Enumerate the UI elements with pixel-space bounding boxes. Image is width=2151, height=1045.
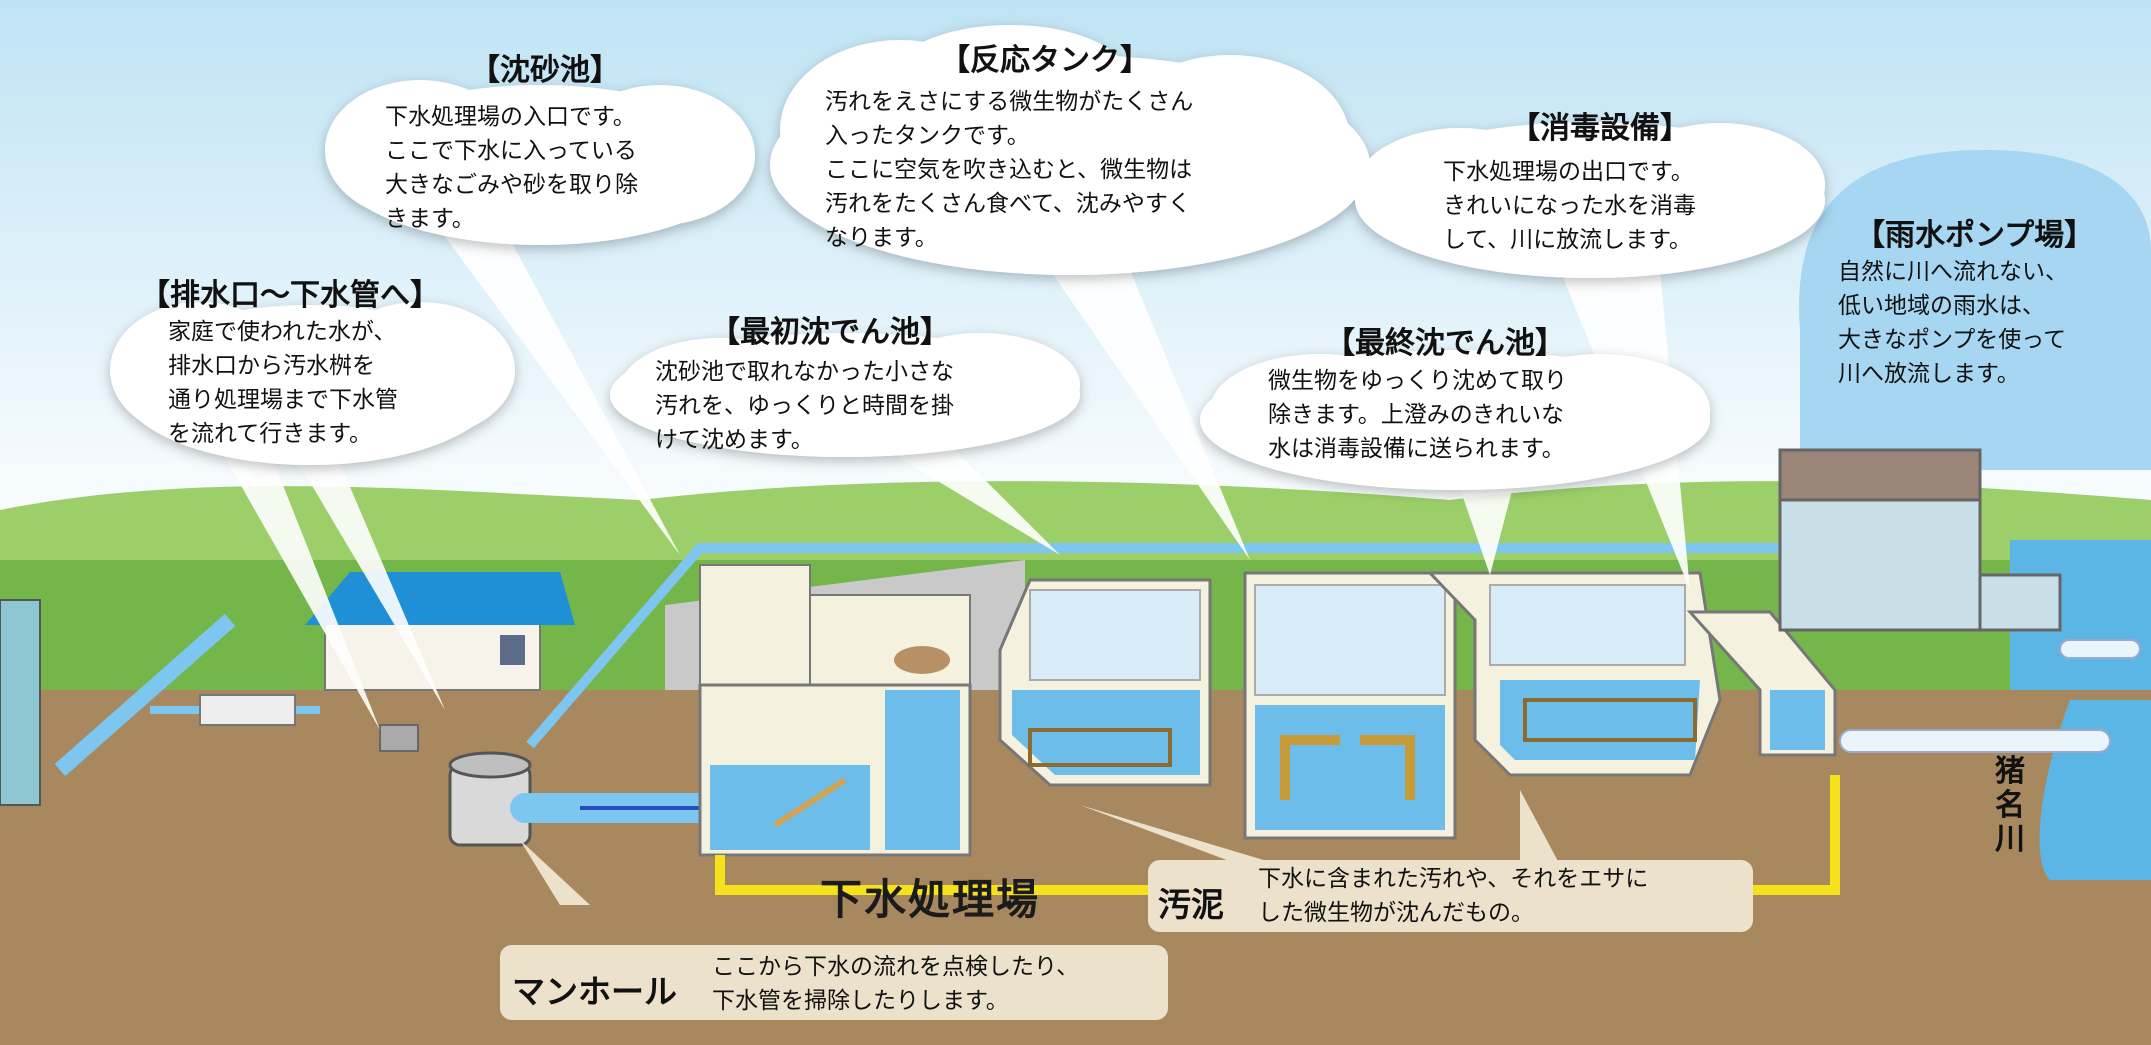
odei-note-tail-1 — [1080, 805, 1280, 865]
sewage-box — [379, 724, 419, 752]
plant-name: 下水処理場 — [820, 875, 1041, 924]
hanno-cloud — [770, 25, 1370, 275]
shodoku-text: 下水処理場の出口です。 きれいになった水を消毒 して、川に放流します。 — [1443, 159, 1696, 253]
reaction-tank — [1243, 571, 1457, 840]
hanno-tank-text: 汚れをえさにする微生物がたくさん 入ったタンクです。 ここに空気を吹き込むと、微… — [825, 89, 1194, 251]
haisui-tail-2 — [285, 440, 445, 710]
manhole — [448, 751, 532, 847]
pump-station — [1778, 448, 2141, 659]
odei-note-tail-2 — [1520, 790, 1560, 865]
saisho-chinden-title: 【最初沈でん池】 — [710, 315, 950, 350]
disinfection-tank — [1686, 610, 1837, 757]
manhole-note-bg — [500, 945, 1168, 1020]
usui-pump-title: 【雨水ポンプ場】 — [1855, 218, 2095, 253]
final-tank — [1426, 571, 1722, 777]
shodoku-title: 【消毒設備】 — [1510, 111, 1690, 146]
chinsachi-title: 【沈砂池】 — [470, 53, 620, 88]
saishu-chinden-text: 微生物をゆっくり沈めて取り 除きます。上澄みのきれいな 水は消毒設備に送られます… — [1268, 368, 1567, 462]
odei-note-title: 汚泥 — [1158, 885, 1224, 924]
drain-box — [199, 694, 296, 726]
saishu-cloud — [1200, 350, 1710, 490]
manhole-note-text: ここから下水の流れを点検したり、 下水管を掃除したりします。 — [712, 954, 1080, 1014]
primary-tank — [998, 578, 1212, 787]
haisuiguchi-title: 【排水口～下水管へ】 — [140, 278, 440, 313]
plant-building — [665, 560, 1025, 857]
chinsachi-cloud — [325, 80, 755, 245]
manhole-note-title: マンホール — [512, 972, 677, 1011]
outflow-pipe — [1839, 729, 2111, 753]
haisui-cloud — [110, 302, 515, 465]
pipe-left — [54, 614, 236, 776]
saishu-chinden-title: 【最終沈でん池】 — [1325, 326, 1565, 361]
hanno-tail — [1050, 270, 1250, 560]
saisho-cloud — [610, 333, 1080, 457]
chinsachi-tail — [440, 230, 680, 555]
saisho-chinden-text: 沈砂池で取れなかった小さな 汚れを、ゆっくりと時間を掛 けて沈めます。 — [655, 359, 954, 453]
hanno-tank-title: 【反応タンク】 — [940, 43, 1150, 78]
manhole-note-tail — [520, 840, 590, 905]
house — [305, 572, 575, 691]
shodoku-cloud — [1355, 122, 1825, 278]
river-label: 猪名川 — [1995, 754, 2025, 857]
haisuiguchi-text: 家庭で使われた水が、 排水口から汚水桝を 通り処理場まで下水管 を流れて行きます… — [168, 319, 398, 447]
chinsachi-text: 下水処理場の入口です。 ここで下水に入っている 大きなごみや砂を取り除 きます。 — [385, 104, 638, 232]
pipe-top — [526, 543, 1800, 749]
haisui-tail-1 — [215, 440, 380, 730]
usui-pump-text: 自然に川へ流れない、 低い地域の雨水は、 大きなポンプを使って 川へ放流します。 — [1838, 259, 2068, 387]
odei-note-text: 下水に含まれた汚れや、それをエサに した微生物が沈んだもの。 — [1258, 866, 1649, 926]
rain-pump-balloon — [1799, 150, 2151, 470]
odei-note-bg — [1148, 860, 1753, 932]
saisho-tail — [870, 440, 1060, 555]
left-tank — [0, 599, 41, 806]
